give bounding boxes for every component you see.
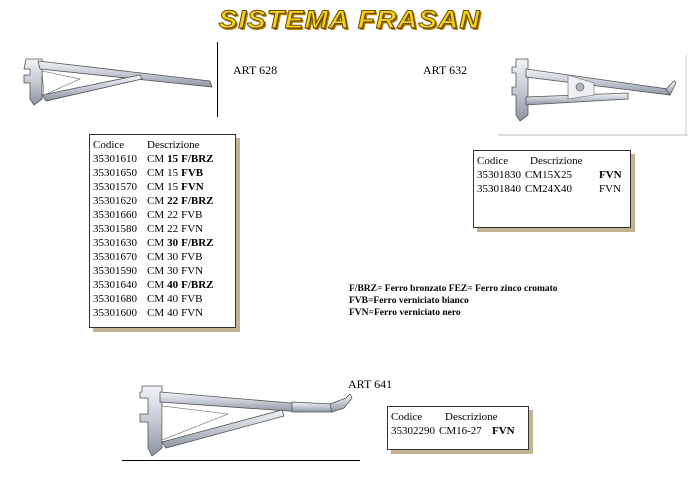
bracket-641-image [139, 385, 353, 457]
page-title: SISTEMA FRASAN [218, 5, 481, 34]
column-header-code: Codice [93, 139, 125, 151]
table-row: 35302290 CM16-27 FVN [391, 424, 524, 438]
row-description: CM15X25 [525, 169, 573, 181]
legend-line: FVN=Ferro verniciato nero [349, 308, 461, 318]
legend-line: FVB=Ferro verniciato bianco [349, 296, 469, 306]
row-code: 35301590 [93, 265, 137, 277]
legend-line: F/BRZ= Ferro bronzato FEZ= Ferro zinco c… [349, 284, 558, 294]
row-size: 30 [167, 265, 179, 277]
row-finish: FVB [181, 209, 203, 221]
row-finish: F/BRZ [181, 279, 214, 291]
row-size: 15 [167, 181, 179, 193]
row-code: 35301600 [93, 307, 137, 319]
table-641: Codice Descrizione 35302290 CM16-27 FVN [387, 406, 529, 450]
row-size: 22 [167, 209, 179, 221]
row-cm: CM [147, 293, 165, 305]
column-header-description: Descrizione [530, 155, 583, 167]
row-finish: FVN [599, 169, 622, 181]
table-row: 35301840 CM24X40 FVN [477, 182, 626, 196]
row-cm: CM [147, 153, 165, 165]
row-description: CM24X40 [525, 183, 573, 195]
row-size: 40 [167, 307, 179, 319]
row-finish: FVN [181, 223, 204, 235]
row-finish: FVN [181, 181, 204, 193]
row-size: 30 [167, 237, 179, 249]
row-finish: FVN [181, 265, 204, 277]
bracket-628-image [23, 58, 213, 106]
row-cm: CM [147, 223, 165, 235]
row-finish: F/BRZ [181, 237, 214, 249]
row-code: 35301630 [93, 237, 137, 249]
row-code: 35301620 [93, 195, 137, 207]
row-code: 35301650 [93, 167, 137, 179]
row-cm: CM [147, 265, 165, 277]
row-finish: FVN [181, 307, 204, 319]
row-code: 35301670 [93, 251, 137, 263]
row-cm: CM [147, 307, 165, 319]
row-cm: CM [147, 251, 165, 263]
row-finish: F/BRZ [181, 195, 214, 207]
art-641-label: ART 641 [348, 377, 393, 391]
table-row: 35301830 CM15X25 FVN [477, 168, 626, 182]
row-code: 35301640 [93, 279, 137, 291]
separator-vertical [217, 42, 218, 117]
row-finish: FVB [181, 251, 203, 263]
row-cm: CM [147, 237, 165, 249]
row-cm: CM [147, 181, 165, 193]
row-code: 35301580 [93, 223, 137, 235]
separator-horizontal [122, 460, 360, 461]
row-finish: FVB [181, 293, 203, 305]
column-header-description: Descrizione [147, 139, 200, 151]
row-code: 35301660 [93, 209, 137, 221]
row-finish: F/BRZ [181, 153, 214, 165]
row-cm: CM [147, 167, 165, 179]
row-size: 22 [167, 195, 179, 207]
row-finish: FVB [181, 167, 204, 179]
row-code: 35301680 [93, 293, 137, 305]
finish-legend: F/BRZ= Ferro bronzato FEZ= Ferro zinco c… [349, 283, 558, 319]
art-632-label: ART 632 [423, 63, 468, 77]
row-size: 22 [167, 223, 179, 235]
row-code: 35302290 [391, 425, 435, 437]
bracket-632-image [498, 55, 688, 136]
row-cm: CM [147, 195, 165, 207]
row-code: 35301840 [477, 183, 521, 195]
row-size: 15 [167, 153, 179, 165]
row-code: 35301830 [477, 169, 521, 181]
row-description: CM16-27 [439, 425, 482, 437]
column-header-code: Codice [391, 411, 423, 423]
column-header-code: Codice [477, 155, 509, 167]
row-finish: FVN [492, 425, 515, 437]
row-cm: CM [147, 279, 165, 291]
row-size: 40 [167, 279, 179, 291]
row-code: 35301570 [93, 181, 137, 193]
column-header-description: Descrizione [445, 411, 498, 423]
row-size: 40 [167, 293, 179, 305]
row-finish: FVN [599, 183, 622, 195]
table-632: Codice Descrizione 35301830 CM15X25 FVN … [473, 150, 631, 228]
row-cm: CM [147, 209, 165, 221]
row-size: 30 [167, 251, 179, 263]
art-628-label: ART 628 [233, 63, 278, 77]
row-code: 35301610 [93, 153, 137, 165]
row-size: 15 [167, 167, 179, 179]
